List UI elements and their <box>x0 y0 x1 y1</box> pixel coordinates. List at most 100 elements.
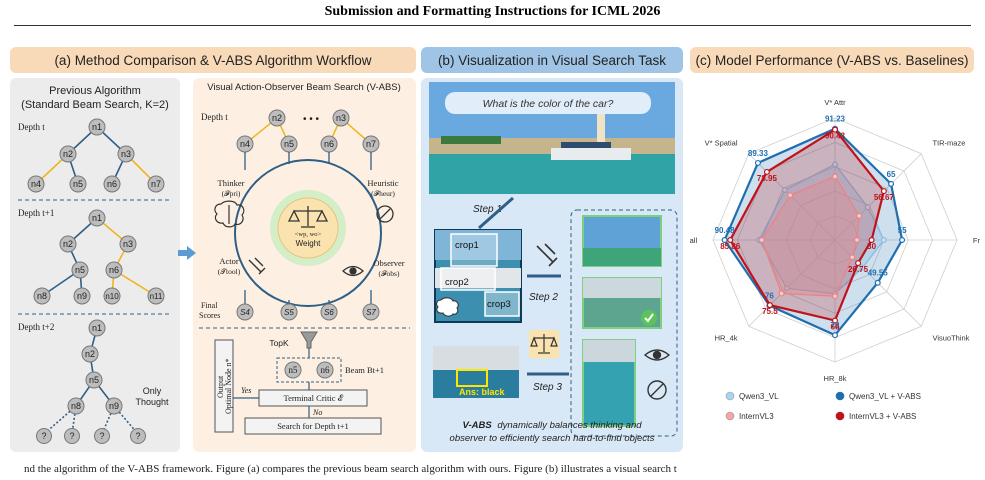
previous-depth-t-label: Depth t <box>18 122 45 132</box>
heuristic-label: Heuristic <box>367 178 398 188</box>
vabs-node-label-n3: n3 <box>336 113 346 123</box>
node-q1 <box>36 428 52 444</box>
legend-swatch-2 <box>835 391 845 401</box>
previous-algorithm-diagram: Previous Algorithm (Standard Beam Search… <box>18 85 172 444</box>
node-label-q3: ? <box>99 431 104 441</box>
scale-icon <box>287 206 329 228</box>
radar-value-label-2: 90.43 <box>825 132 846 141</box>
tree-depth-t1-nodes: n1 n2 n3 n5 n6 n8 n9 n10 n11 <box>33 209 165 305</box>
node-label-n9-c: n9 <box>109 401 119 411</box>
node-label-n3: n3 <box>121 149 131 159</box>
legend-swatch-3 <box>725 411 735 421</box>
node-n5 <box>69 175 87 193</box>
radar-value-label-10: 66 <box>831 323 840 332</box>
node-n6 <box>103 175 121 193</box>
vabs-node-label-n7: n7 <box>366 139 376 149</box>
node-label-n1: n1 <box>92 122 102 132</box>
vabs-node-n3 <box>332 109 350 127</box>
node-n11 <box>147 287 165 305</box>
score-label-s7: S7 <box>366 308 376 317</box>
score-label-s6: S6 <box>324 308 334 317</box>
node-label-n10: n10 <box>105 292 119 301</box>
compare-arrow <box>178 246 196 260</box>
legend-label-4: InternVL3 + V-ABS <box>849 412 916 421</box>
node-label-n7: n7 <box>151 179 161 189</box>
radar-point-4-6 <box>766 302 773 309</box>
radar-point-1-3 <box>880 237 887 244</box>
radar-point-2-2 <box>888 180 895 187</box>
node-label-q4: ? <box>135 431 140 441</box>
radar-value-label-7: 49.55 <box>868 269 889 278</box>
node-label-n3-b: n3 <box>123 239 133 249</box>
node-label-n6: n6 <box>107 179 117 189</box>
thinker-sub: (𝓕pri) <box>222 189 241 198</box>
radar-value-label-9: 78 <box>831 321 840 330</box>
question-bubble <box>445 92 651 114</box>
actor-label: Actor <box>219 256 239 266</box>
heuristic-sub: (𝓕heur) <box>371 189 395 198</box>
panel-b-header: (b) Visualization in Visual Search Task <box>421 47 683 73</box>
node-label-n9: n9 <box>77 291 87 301</box>
eye-icon <box>342 265 364 277</box>
step3-label: Step 3 <box>533 382 562 393</box>
visual-search-panel: What is the color of the car? Step 1 cro… <box>429 82 678 444</box>
radar-point-1-6 <box>783 285 790 292</box>
beam-label-n5: n5 <box>289 365 299 375</box>
node-label-q1: ? <box>41 431 46 441</box>
brain-icon <box>214 200 245 228</box>
check-mark <box>644 313 654 323</box>
output-line2: Optimal Node n* <box>224 358 233 414</box>
beam-label: Beam Bt+1 <box>345 365 384 375</box>
crops-group <box>570 209 678 437</box>
node-label-n4: n4 <box>31 179 41 189</box>
search-next-box <box>244 417 382 435</box>
radar-value-label-15: 89.33 <box>748 149 769 158</box>
header-rule <box>14 25 971 26</box>
node-label-q2: ? <box>69 431 74 441</box>
vabs-evaluation-ring <box>234 159 382 307</box>
radar-point-4-1 <box>832 126 839 133</box>
node-label-n1-c: n1 <box>92 323 102 333</box>
only-thought-line1: Only <box>143 386 162 396</box>
radar-point-3-8 <box>787 192 794 199</box>
radar-axis-label-7: V* Overall <box>690 236 697 245</box>
radar-point-3-4 <box>849 254 856 261</box>
radar-point-4-3 <box>868 237 875 244</box>
node-n1-c <box>88 319 106 337</box>
paper-header-title: Submission and Formatting Instructions f… <box>324 4 661 19</box>
wrench-icon-b <box>536 243 558 267</box>
crop1-box <box>450 233 498 267</box>
node-q2 <box>64 428 80 444</box>
node-n9 <box>73 287 91 305</box>
panel-b-caption-rest: dynamically balances thinking and <box>497 420 642 431</box>
output-line1: Output <box>216 375 225 398</box>
step1-arrow <box>478 196 514 230</box>
radar-value-label-11: 76 <box>765 292 774 301</box>
answer-highlight-box <box>456 369 488 387</box>
compass-icon <box>376 205 394 223</box>
node-label-n5-b: n5 <box>75 265 85 275</box>
tree-depth-t2-nodes: n1 n2 n5 n8 n9 ? ? ? ? <box>36 319 146 444</box>
score-label-s5: S5 <box>284 308 294 317</box>
compass-icon-b <box>647 380 667 400</box>
vabs-node-label-n2: n2 <box>272 113 282 123</box>
radar-point-1-2 <box>864 204 871 211</box>
radar-point-1-8 <box>781 186 788 193</box>
panel-b-caption-bold: V-ABS <box>462 420 492 431</box>
no-label: No <box>312 408 322 417</box>
node-q4 <box>130 428 146 444</box>
radar-axis-label-8: V* Spatial <box>705 139 738 148</box>
funnel-icon <box>300 331 318 349</box>
vabs-diagram: Visual Action-Observer Beam Search (V-AB… <box>199 82 410 435</box>
node-n3 <box>117 145 135 163</box>
radar-value-label-5: 55 <box>898 226 907 235</box>
terminal-critic-label: Terminal Critic 𝓔 <box>283 393 343 403</box>
radar-point-4-2 <box>880 188 887 195</box>
node-label-n8: n8 <box>37 291 47 301</box>
vabs-node-label-n6: n6 <box>324 139 334 149</box>
vabs-depth-t-label: Depth t <box>201 112 228 122</box>
radar-point-3-6 <box>778 290 785 297</box>
radar-axis-label-3: Frozen_Lake <box>973 236 980 245</box>
observer-label: Observer <box>373 258 404 268</box>
